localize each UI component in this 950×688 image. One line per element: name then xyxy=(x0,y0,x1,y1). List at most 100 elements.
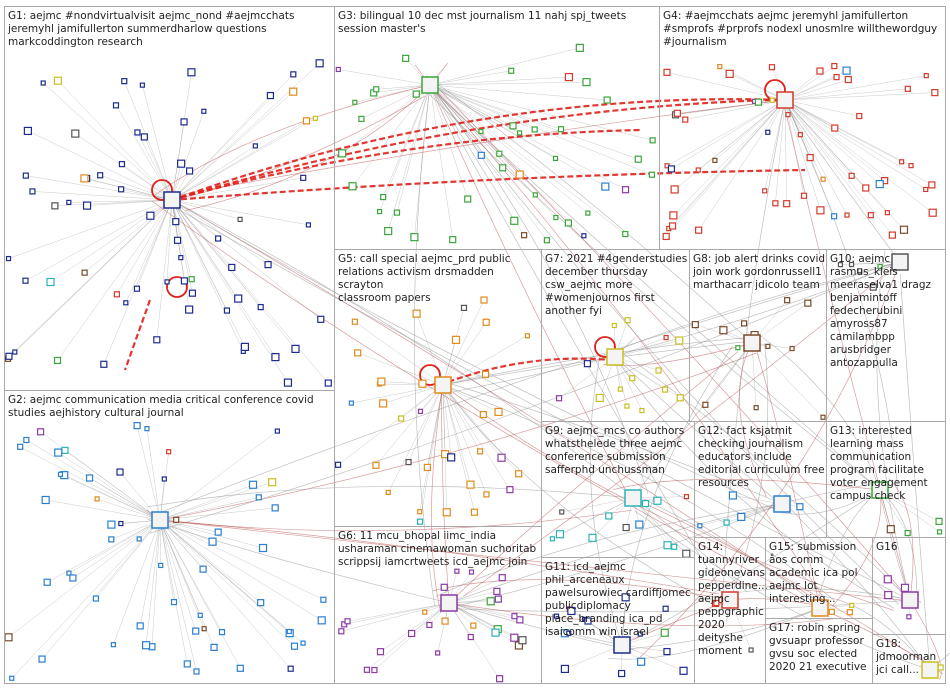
hub-node xyxy=(434,376,452,394)
node xyxy=(486,597,495,606)
node xyxy=(691,321,699,329)
node xyxy=(66,199,72,206)
edge xyxy=(685,99,786,120)
edge xyxy=(448,602,520,646)
node xyxy=(393,209,401,216)
edge xyxy=(784,99,871,216)
node xyxy=(187,68,196,77)
edge-intergroup xyxy=(151,200,821,609)
edge xyxy=(784,99,902,163)
edge xyxy=(159,451,169,521)
node xyxy=(258,543,268,553)
node xyxy=(765,129,771,135)
node xyxy=(449,236,457,244)
edge xyxy=(442,384,519,474)
edge xyxy=(558,356,616,399)
group-g14-label: G14: tuannyriver gideonevans pepperdine.… xyxy=(698,541,768,657)
edge xyxy=(784,99,880,185)
node xyxy=(768,64,776,71)
edge xyxy=(97,498,161,521)
node xyxy=(828,608,835,615)
edge-intergroup xyxy=(429,84,900,605)
edge-highlight xyxy=(171,98,771,202)
group-g9-box: G9: aejmc_mcs co authors whatsthelede th… xyxy=(541,421,695,558)
edge xyxy=(171,199,244,352)
node xyxy=(583,360,592,368)
group-g7-label: G7: 2021 #4genderstudies december thursd… xyxy=(545,253,688,317)
edge xyxy=(672,99,786,227)
node xyxy=(218,629,226,636)
node xyxy=(480,296,488,304)
node xyxy=(121,78,128,85)
node xyxy=(655,367,662,374)
node xyxy=(379,399,388,408)
node xyxy=(553,613,560,619)
edge xyxy=(159,519,322,621)
node xyxy=(173,236,182,244)
node xyxy=(188,276,195,283)
node xyxy=(136,622,144,630)
node xyxy=(831,213,838,220)
edge xyxy=(366,602,450,670)
node xyxy=(470,622,477,629)
node xyxy=(908,163,914,169)
edge xyxy=(159,519,213,542)
node xyxy=(671,543,678,550)
node xyxy=(287,665,294,672)
edge xyxy=(159,519,219,533)
edge xyxy=(552,497,634,539)
node xyxy=(669,211,678,220)
edge-intergroup xyxy=(171,199,748,593)
group-g8-label: G8: job alert drinks covid join work gor… xyxy=(693,253,826,291)
node xyxy=(603,96,611,104)
node xyxy=(581,233,587,239)
group-g16-label: G16 xyxy=(876,541,898,553)
edge xyxy=(87,199,173,206)
edge xyxy=(556,615,623,646)
node xyxy=(384,226,393,236)
node xyxy=(662,232,670,241)
node xyxy=(470,508,479,516)
node xyxy=(789,345,795,352)
edge xyxy=(159,519,290,634)
edge xyxy=(86,178,173,201)
group-g4-label: G4: #aejmcchats aejmc jeremyhl jamifulle… xyxy=(663,10,938,48)
hub-node xyxy=(151,511,169,529)
edge xyxy=(564,632,623,646)
node xyxy=(624,403,630,409)
node xyxy=(4,633,13,642)
group-g15-label: G15: submission åos comm academic ica po… xyxy=(769,541,858,605)
node xyxy=(158,562,164,569)
edge xyxy=(171,63,320,201)
edge-highlight xyxy=(123,299,152,371)
edge xyxy=(32,191,173,201)
node xyxy=(557,126,565,133)
node xyxy=(193,668,200,675)
edge xyxy=(115,105,173,201)
node xyxy=(552,155,559,162)
edge-intergroup xyxy=(146,485,634,508)
node xyxy=(82,201,92,210)
node xyxy=(385,489,391,496)
edge xyxy=(171,177,304,201)
node xyxy=(584,617,592,625)
edge xyxy=(429,81,587,86)
node xyxy=(820,176,826,182)
edge xyxy=(171,120,307,201)
edge xyxy=(43,82,173,201)
node xyxy=(417,408,424,414)
edge xyxy=(382,84,431,198)
node xyxy=(728,491,737,500)
node xyxy=(785,112,791,118)
node xyxy=(41,495,50,505)
node xyxy=(702,401,709,408)
node xyxy=(629,375,636,382)
node xyxy=(923,73,929,79)
node xyxy=(373,86,380,93)
edge xyxy=(357,352,444,386)
node xyxy=(753,405,759,411)
edge xyxy=(408,384,444,463)
edge xyxy=(429,84,468,200)
node xyxy=(133,285,141,292)
edge xyxy=(41,519,161,660)
